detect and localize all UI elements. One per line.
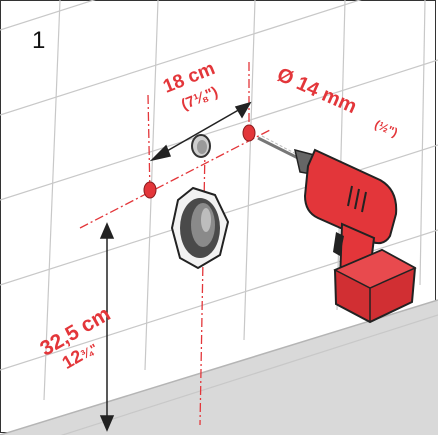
wall-floor-edge bbox=[0, 299, 438, 435]
vertical-dimension-arrow bbox=[99, 222, 115, 432]
horizontal-dimension-imperial: (7⅛") bbox=[179, 83, 221, 113]
horizontal-close-paren: ") bbox=[203, 83, 221, 103]
drill-mark-left bbox=[143, 181, 157, 199]
drain-pipe bbox=[170, 186, 230, 270]
drill-bit-size: Ø 14 mm bbox=[274, 64, 360, 118]
horizontal-dimension-arrow bbox=[149, 101, 252, 162]
step-number: 1 bbox=[32, 27, 45, 54]
small-pipe bbox=[191, 134, 211, 158]
drill-open-paren: ( bbox=[373, 117, 382, 131]
power-drill bbox=[257, 135, 417, 324]
drill-bit-imperial: (½") bbox=[373, 117, 400, 139]
horizontal-dimension-label: 18 cm (7⅛") bbox=[160, 58, 221, 113]
horizontal-open-paren: ( bbox=[179, 96, 190, 114]
drill-bit-label: Ø 14 mm (½") bbox=[274, 64, 400, 140]
drill-mark-right bbox=[242, 124, 256, 142]
drill-marks bbox=[143, 124, 256, 199]
vertical-dimension-label: 32,5 cm 12¾" bbox=[36, 302, 114, 373]
